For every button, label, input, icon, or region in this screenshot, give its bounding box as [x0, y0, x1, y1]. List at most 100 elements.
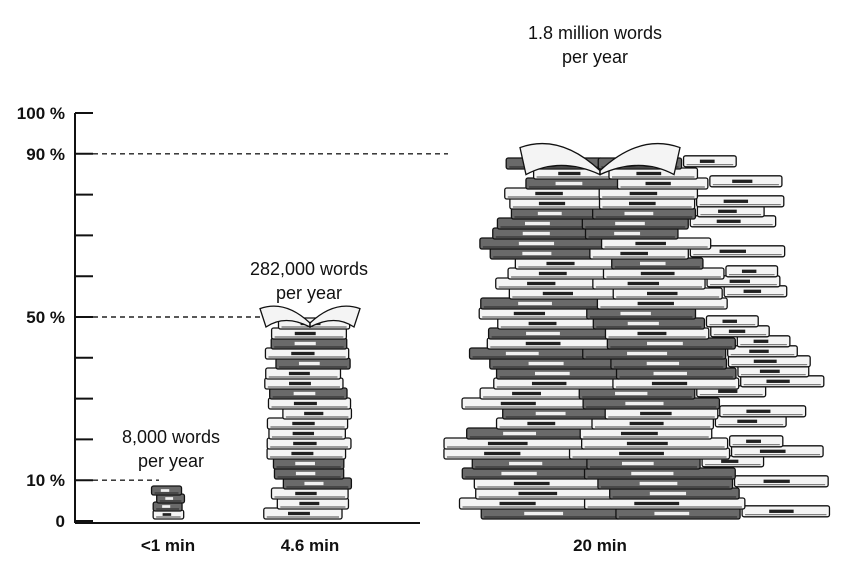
book-2-33b-label: [645, 181, 671, 186]
book-2-0b-label: [654, 511, 690, 516]
book-2-1b: [583, 497, 746, 510]
book-2-8b: [579, 427, 713, 440]
book-2-19c: [705, 315, 759, 328]
category-label-1: 4.6 min: [281, 536, 340, 555]
book-2-25b-label: [640, 261, 666, 266]
book-2-23a-label: [527, 281, 556, 286]
book-2-15b-label: [646, 361, 680, 366]
reference-lines: [93, 153, 448, 481]
book-2-13a: [493, 377, 618, 390]
book-1-2-label: [295, 491, 317, 496]
book-2-24a-label: [538, 271, 567, 276]
book-2-10c: [719, 405, 807, 418]
book-2-14b-label: [653, 371, 687, 376]
book-2-10b: [604, 407, 719, 420]
book-2-17a-label: [525, 341, 561, 346]
book-2-1a-label: [499, 501, 536, 506]
book-2-35c: [682, 155, 737, 168]
book-2-10b-label: [640, 411, 672, 416]
book-2-8b-label: [620, 431, 658, 436]
book-1-5: [272, 457, 345, 470]
book-2-11a-label: [500, 401, 536, 406]
book-1-0: [263, 507, 343, 520]
book-2-17c-label: [753, 339, 769, 343]
book-2-13b-label: [651, 381, 688, 386]
book-2-3c-label: [763, 479, 790, 483]
open-book-1-right-page: [309, 305, 361, 329]
book-2-24c: [725, 265, 779, 278]
book-2-25a: [514, 257, 617, 270]
book-1-6-label: [291, 451, 314, 456]
book-2-26b-label: [620, 251, 648, 256]
book-2-16b-label: [627, 351, 668, 356]
book-2-15a-label: [528, 361, 564, 366]
book-2-30c-label: [718, 209, 737, 213]
book-1-15-label: [298, 361, 320, 366]
book-2-8a-label: [503, 431, 537, 436]
book-1-3: [282, 477, 353, 490]
book-2-24c-label: [741, 269, 757, 273]
book-2-34b-label: [636, 171, 662, 176]
book-2-31c: [695, 195, 785, 208]
y-tick-label-3: 90 %: [26, 145, 65, 164]
book-2-28a-label: [522, 231, 550, 236]
book-2-9c-label: [737, 419, 758, 423]
book-stacks: [150, 142, 831, 520]
book-2-32b: [598, 187, 699, 200]
book-2-16c-label: [749, 349, 769, 353]
book-2-31b-label: [628, 201, 656, 206]
open-book-1: [259, 305, 361, 329]
open-book-2-right-page: [599, 142, 681, 176]
book-2-27b-label: [635, 241, 666, 246]
book-2-2b: [609, 487, 740, 500]
book-2-14c-label: [759, 369, 780, 373]
stack-1: [259, 305, 361, 520]
book-2-13c: [740, 375, 825, 388]
book-2-26c: [689, 245, 786, 258]
book-2-10c-label: [746, 409, 771, 413]
book-2-10a-label: [535, 411, 566, 416]
book-2-19a-label: [528, 321, 557, 326]
book-2-0c-label: [769, 509, 794, 513]
book-2-2a-label: [518, 491, 558, 496]
book-2-25a-label: [546, 261, 575, 266]
book-2-3a-label: [513, 481, 550, 486]
book-0-0-label: [162, 513, 172, 516]
book-2-3b: [597, 477, 734, 490]
book-2-12a-label: [512, 391, 541, 396]
y-tick-label-2: 50 %: [26, 308, 65, 327]
book-2-21b-label: [637, 301, 674, 306]
book-1-18-label: [294, 331, 316, 336]
book-2-1b-label: [634, 501, 680, 506]
book-2-21a-label: [518, 301, 552, 306]
annotation-2-line1: 1.8 million words: [528, 23, 662, 43]
book-2-18a: [487, 327, 611, 340]
book-1-14-label: [288, 371, 310, 376]
book-2-23a: [495, 277, 598, 290]
book-2-22c-label: [743, 289, 762, 293]
book-2-29a-label: [524, 221, 550, 226]
book-2-22a-label: [542, 291, 573, 296]
book-2-0a-label: [524, 511, 564, 516]
book-2-26b: [589, 247, 689, 260]
book-2-7c: [728, 435, 784, 448]
book-2-30a-label: [537, 211, 562, 216]
book-2-6a-label: [484, 451, 521, 456]
book-2-13b: [612, 377, 740, 390]
book-1-18: [270, 327, 348, 340]
book-2-14b: [615, 367, 737, 380]
book-1-16-label: [291, 351, 315, 356]
book-0-3: [150, 485, 183, 496]
annotation-1-line1: 282,000 words: [250, 259, 368, 279]
book-2-34a-label: [558, 171, 581, 176]
book-2-9b-label: [629, 421, 664, 426]
stack-2: [443, 142, 831, 520]
book-2-15c: [727, 355, 811, 368]
book-2-17a: [486, 337, 613, 350]
book-2-11b-label: [625, 401, 664, 406]
book-2-13a-label: [531, 381, 567, 386]
category-label-2: 20 min: [573, 536, 627, 555]
book-0-1-label: [162, 505, 171, 508]
